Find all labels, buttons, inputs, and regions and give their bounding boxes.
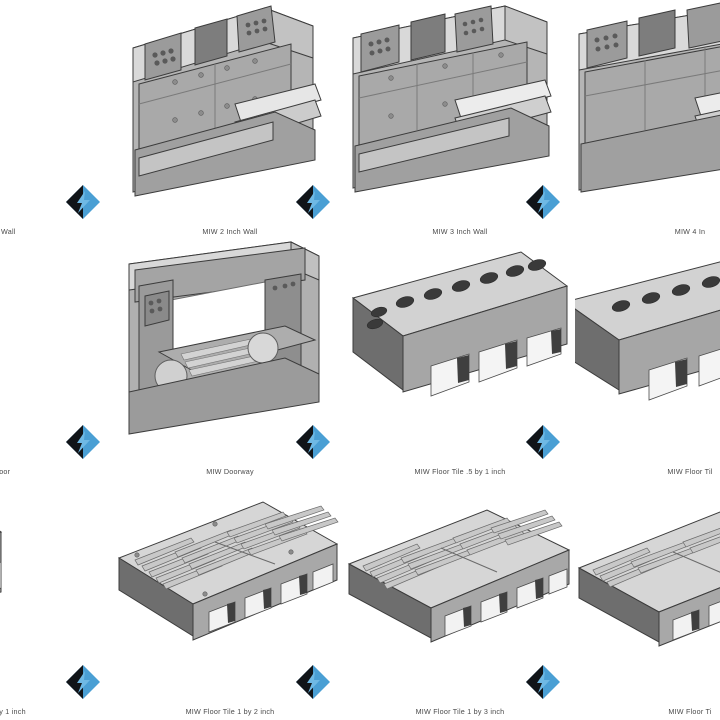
model-render-wall [345,0,575,208]
model-render-tile [575,240,720,448]
item-caption: MIW 3 Inch Wall [432,227,488,236]
thumbnail-cell[interactable]: MIW Floor Tile 1 by 3 inch [345,480,575,720]
model-render-tile [575,480,720,688]
wall-model-1-inch-icon [0,0,115,208]
item-caption: l Door [0,467,11,476]
wall-model-3-inch-icon [352,5,552,193]
doorway-model-icon [128,241,320,435]
item-caption: MIW 2 Inch Wall [202,227,258,236]
myminifactory-badge-icon [63,422,103,462]
thumbnail-cell[interactable]: Inch Wall [0,0,115,240]
item-caption: MIW Floor Til [667,467,713,476]
item-caption: MIW Floor Tile 1 by 3 inch [415,707,505,716]
model-render-tile [345,480,575,688]
thumbnail-cell[interactable]: MIW Floor Tile .5 by 1 inch [345,240,575,480]
wall-model-4-inch-icon [578,2,720,193]
item-caption: MIW Floor Ti [668,707,712,716]
model-render-door [0,240,115,448]
item-caption: MIW Floor Tile 1 by 2 inch [185,707,275,716]
thumbnail-cell[interactable]: MIW 4 In [575,0,720,240]
model-render-doorway [115,240,345,448]
myminifactory-badge-icon [63,662,103,702]
thumbnail-cell[interactable]: MIW 2 Inch Wall [115,0,345,240]
myminifactory-badge-icon [63,182,103,222]
myminifactory-badge-icon [293,422,333,462]
myminifactory-badge-icon [293,182,333,222]
thumbnail-cell[interactable]: Tile 1 by 1 inch [0,480,115,720]
thumbnail-cell[interactable]: MIW Floor Til [575,240,720,480]
myminifactory-badge-icon [523,662,563,702]
myminifactory-badge-icon [523,182,563,222]
thumbnail-cell[interactable]: MIW Floor Tile 1 by 2 inch [115,480,345,720]
wall-door-model-icon [0,240,115,448]
floor-tile-1-by-1-inch-alt-model-icon [0,530,3,593]
thumbnail-cell[interactable]: MIW Floor Ti [575,480,720,720]
item-caption: MIW Doorway [206,467,254,476]
model-render-tile [345,240,575,448]
myminifactory-badge-icon [293,662,333,702]
model-render-tile [0,480,115,688]
item-caption: MIW 4 In [674,227,706,236]
myminifactory-badge-icon [523,422,563,462]
floor-tile-1-by-3-inch-model-icon [347,509,571,643]
thumbnail-cell[interactable]: l Door [0,240,115,480]
item-caption: Inch Wall [0,227,16,236]
floor-tile-1-by-1-inch-model-icon [575,261,720,401]
model-render-wall [115,0,345,208]
model-render-wall [575,0,720,208]
model-render-tile [115,480,345,688]
wall-model-2-inch-icon [132,5,322,197]
floor-tile-half-by-1-inch-model-icon [351,251,569,397]
floor-tile-1-by-2-inch-model-icon [117,501,339,641]
thumbnail-cell[interactable]: MIW Doorway [115,240,345,480]
model-render-wall [0,0,115,208]
item-caption: MIW Floor Tile .5 by 1 inch [414,467,506,476]
floor-tile-1-by-4-inch-model-icon [577,511,720,647]
item-caption: Tile 1 by 1 inch [0,707,26,716]
thumbnail-cell[interactable]: MIW 3 Inch Wall [345,0,575,240]
